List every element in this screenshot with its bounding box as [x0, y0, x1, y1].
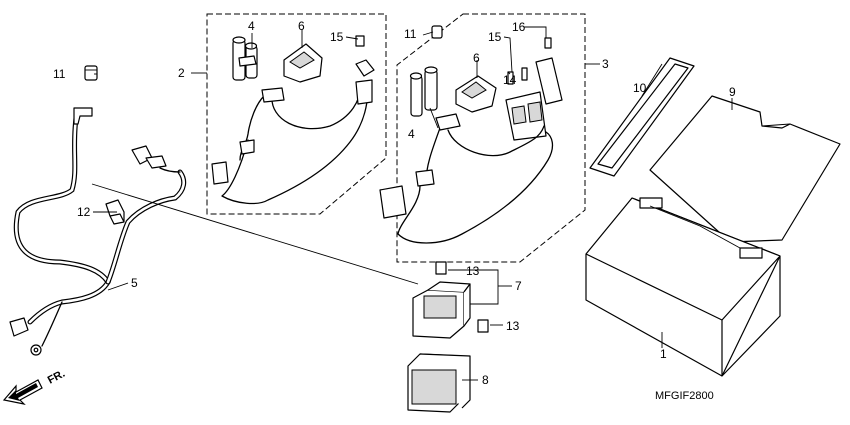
callout-9: 9	[729, 85, 736, 99]
callout-6-right: 6	[473, 51, 480, 65]
fr-label: FR.	[46, 368, 67, 387]
callout-4-left: 4	[248, 19, 255, 33]
battery-1	[585, 197, 781, 377]
callout-leaders	[93, 26, 733, 381]
callout-10: 10	[633, 81, 647, 95]
callout-16: 16	[512, 20, 526, 34]
battery-cover-9	[649, 95, 841, 243]
subassembly-frame-2	[206, 13, 387, 215]
callout-3: 3	[602, 57, 609, 71]
drawing-code: MFGIF2800	[655, 390, 714, 402]
sub-harness-2	[211, 35, 375, 205]
battery-band-10	[589, 57, 695, 177]
callout-13-top: 13	[466, 264, 480, 278]
callout-13-bottom: 13	[506, 319, 520, 333]
front-direction-arrow: FR.	[2, 368, 67, 405]
starter-relay-7	[412, 261, 489, 339]
callout-2: 2	[178, 66, 185, 80]
callout-1: 1	[660, 347, 667, 361]
sub-harness-3	[379, 25, 563, 244]
callout-15-left: 15	[330, 30, 344, 44]
callout-12: 12	[77, 205, 91, 219]
callout-8: 8	[482, 373, 489, 387]
callout-6-left: 6	[298, 19, 305, 33]
callout-4-right: 4	[408, 127, 415, 141]
callout-5: 5	[131, 276, 138, 290]
main-wire-harness	[9, 107, 187, 356]
callout-14: 14	[503, 73, 517, 87]
callout-11-right: 11	[404, 27, 417, 41]
callout-labels: 1 2 3 4 4 5 6 6 7 8 9 10 11 11 12 13 13 …	[53, 19, 736, 387]
subassembly-frame-3	[396, 13, 586, 263]
callout-11-left: 11	[53, 67, 66, 81]
bolt-11-left	[84, 65, 98, 81]
callout-7: 7	[515, 279, 522, 293]
callout-15-right: 15	[488, 30, 502, 44]
relay-cover-8	[407, 353, 471, 413]
